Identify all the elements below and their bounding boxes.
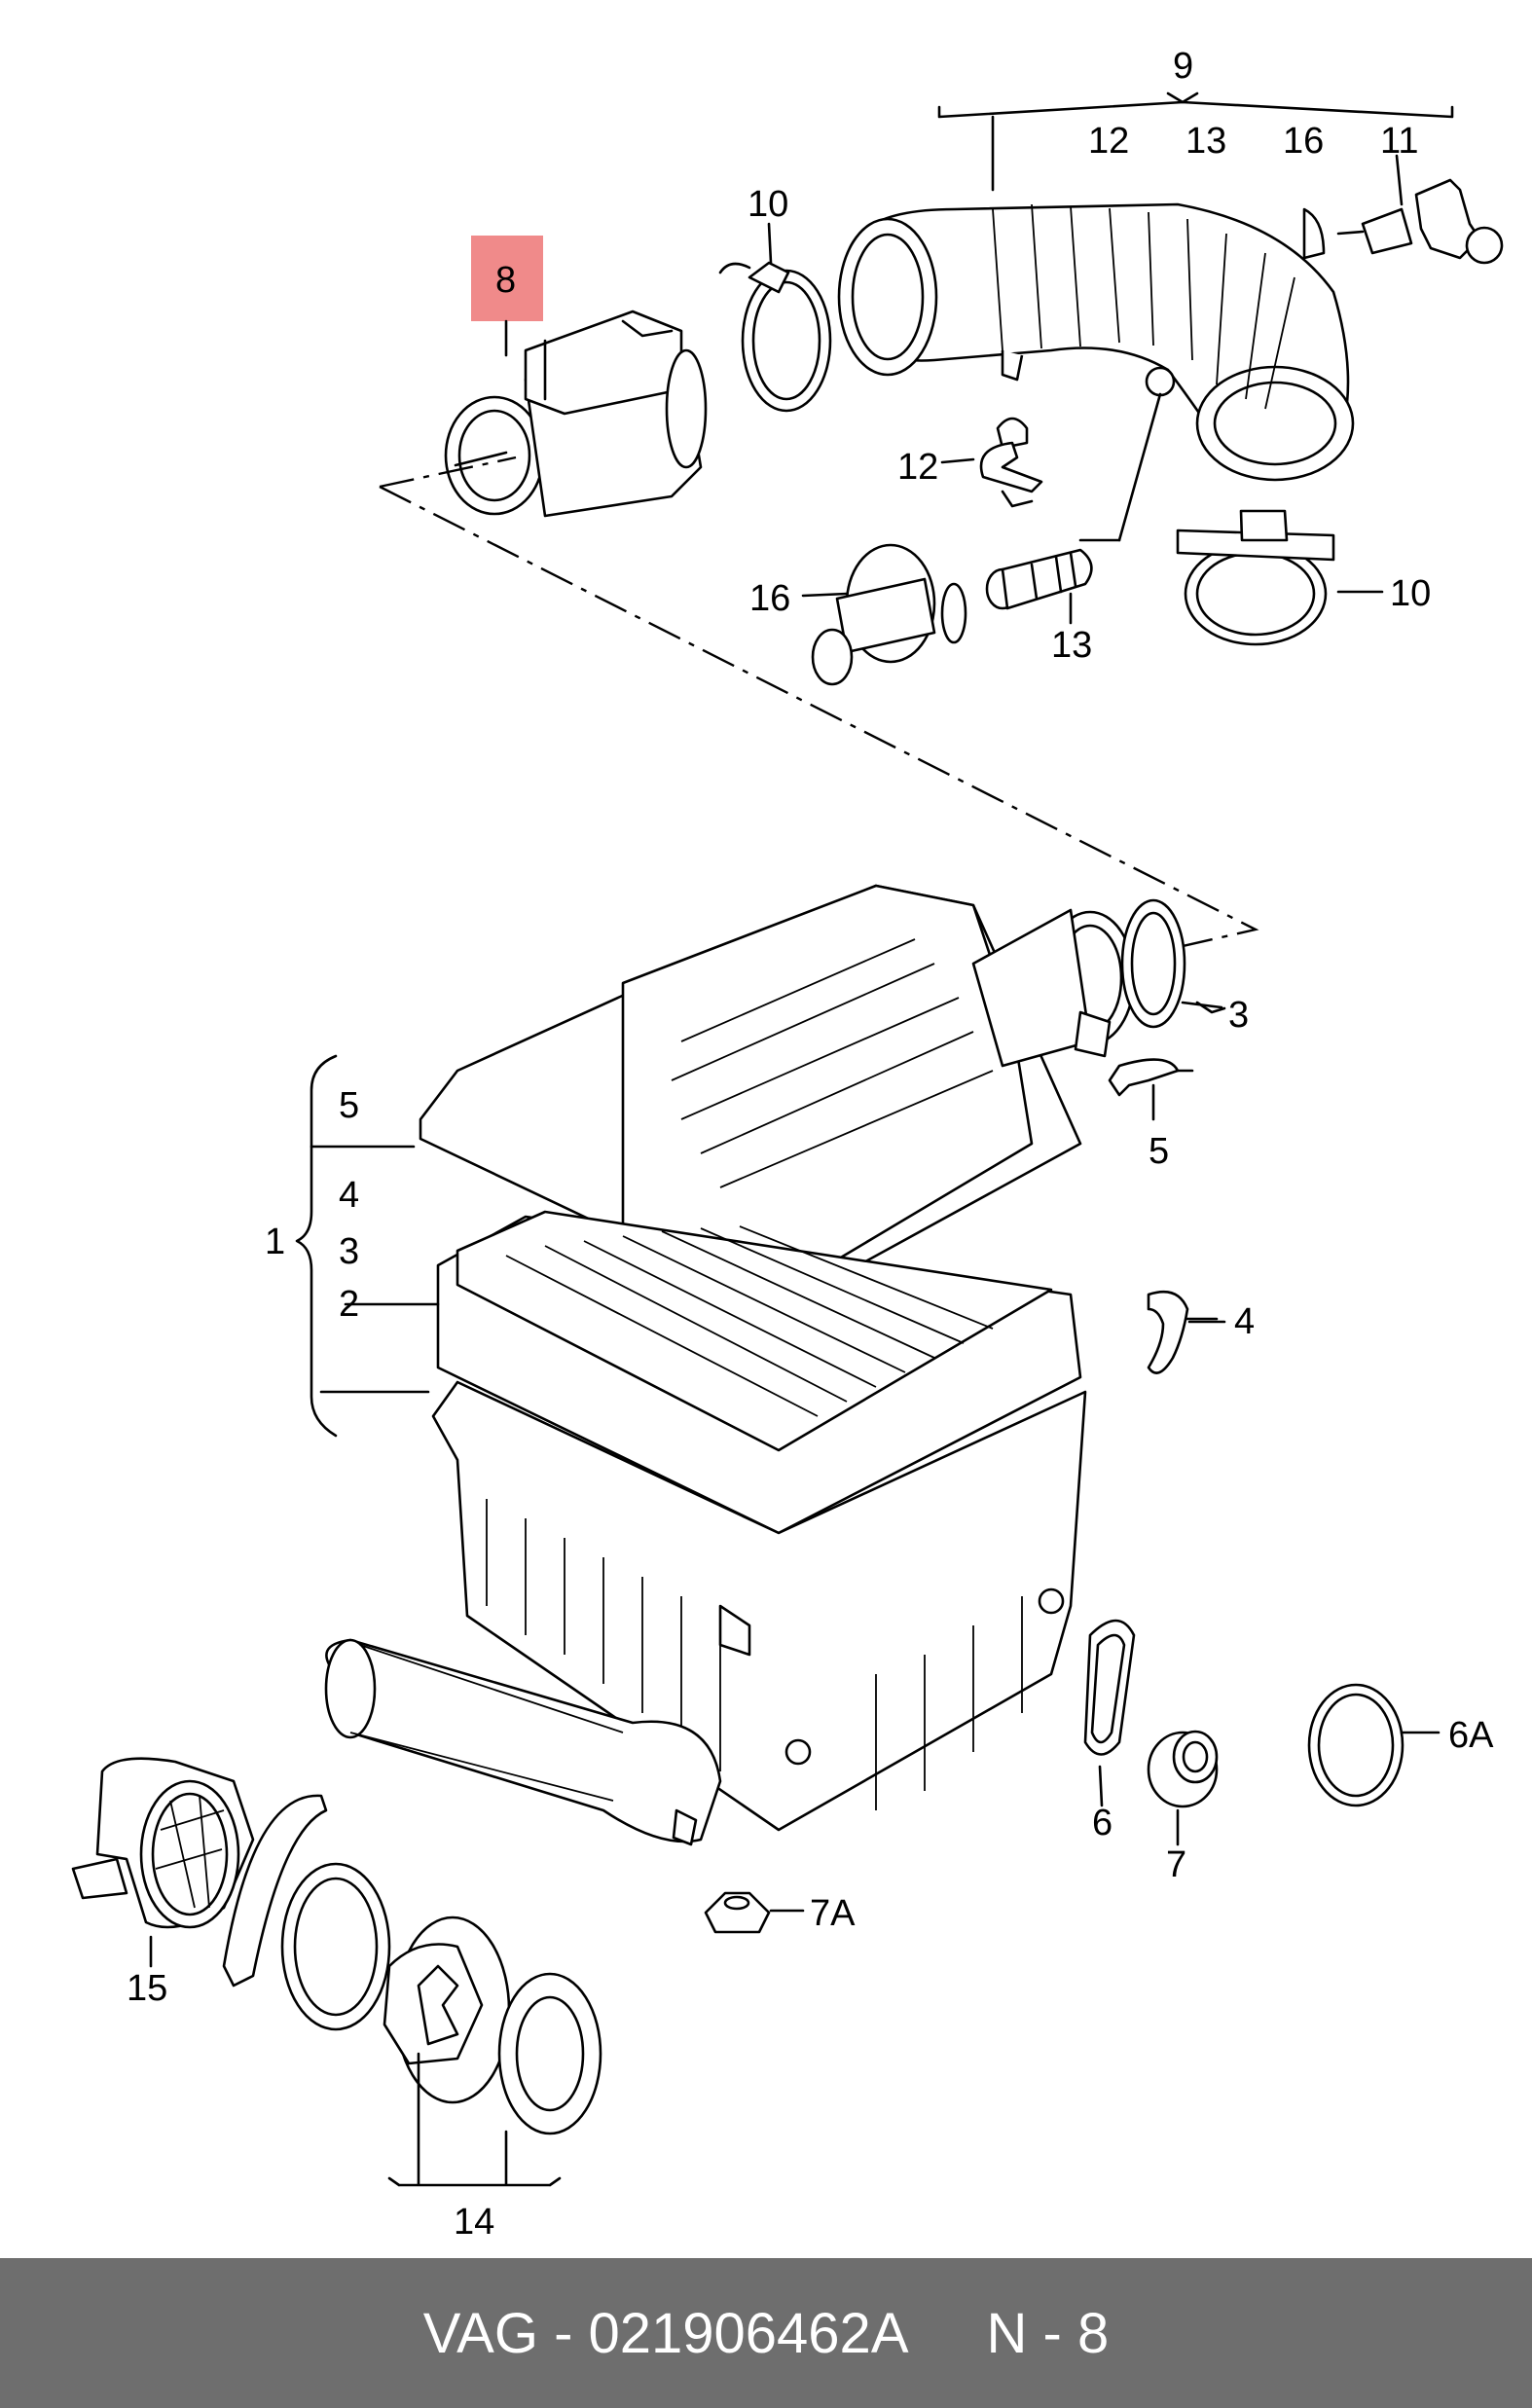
bracket-1 <box>295 1054 338 1438</box>
grommet-7 <box>1147 1730 1219 1846</box>
nut-7A <box>704 1891 805 1934</box>
label-4-left: 4 <box>339 1175 359 1216</box>
connector-11 <box>1336 154 1504 265</box>
label-5-right: 5 <box>1149 1131 1169 1172</box>
air-box <box>324 884 1136 1846</box>
highlight-box <box>471 236 543 321</box>
clip-12 <box>940 417 1043 508</box>
part-number: VAG - 021906462A <box>422 2301 909 2365</box>
seal-ring-3 <box>1120 898 1223 1029</box>
label-15: 15 <box>127 1968 167 2009</box>
label-2: 2 <box>339 1284 359 1325</box>
label-14: 14 <box>454 2202 494 2243</box>
label-1: 1 <box>265 1222 285 1262</box>
grommet-13 <box>985 548 1093 625</box>
label-10-lower: 10 <box>1390 573 1431 614</box>
label-9: 9 <box>1173 46 1193 87</box>
label-8: 8 <box>495 260 516 301</box>
label-7A: 7A <box>810 1893 856 1934</box>
valve-16 <box>801 543 967 686</box>
label-6: 6 <box>1092 1803 1113 1843</box>
label-5-left: 5 <box>339 1085 359 1126</box>
label-16-lower: 16 <box>749 578 790 619</box>
hose-clamp-upper <box>718 222 832 413</box>
label-3-right: 3 <box>1228 995 1249 1036</box>
parts-diagram: 9 12 13 16 11 10 8 12 16 13 10 3 5 5 4 4… <box>71 46 1504 2243</box>
label-7: 7 <box>1166 1844 1186 1885</box>
bracket-9 <box>937 91 1454 119</box>
label-12-top: 12 <box>1088 121 1129 162</box>
mass-air-flow-sensor <box>444 310 708 518</box>
clip-4 <box>1147 1290 1226 1374</box>
label-6A: 6A <box>1448 1715 1494 1756</box>
label-3-left: 3 <box>339 1231 359 1272</box>
label-16-top: 16 <box>1283 121 1324 162</box>
clip-5 <box>1108 1058 1180 1121</box>
label-10-top: 10 <box>748 184 788 225</box>
label-11: 11 <box>1380 121 1418 162</box>
label-13-lower: 13 <box>1051 625 1092 666</box>
intake-hose <box>837 202 1355 542</box>
gasket-6 <box>1083 1619 1136 1807</box>
projection-line <box>379 485 1259 956</box>
part-14 <box>222 1794 602 2187</box>
label-12-lower: 12 <box>897 447 938 488</box>
part-number-footer: VAG - 021906462A N - 8 <box>0 2258 1532 2408</box>
diagram-reference: N - 8 <box>986 2301 1110 2365</box>
part-15 <box>71 1757 255 1968</box>
label-4-right: 4 <box>1234 1301 1255 1342</box>
hose-clamp-lower <box>1176 509 1384 646</box>
seal-6A <box>1307 1683 1441 1807</box>
label-13-top: 13 <box>1185 121 1226 162</box>
